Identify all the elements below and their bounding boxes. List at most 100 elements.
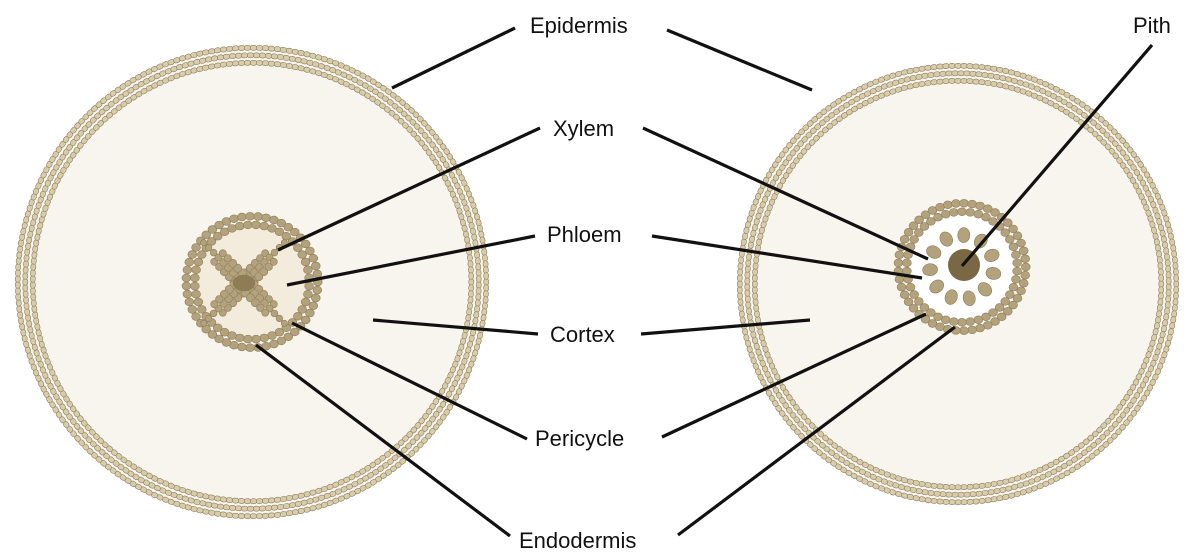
ring-cell: [301, 240, 310, 248]
ring-cell: [313, 270, 322, 278]
epidermis-cell: [226, 512, 233, 518]
xylem-cell: [205, 315, 212, 322]
epidermis-cell: [238, 45, 245, 50]
xylem-cell: [271, 310, 278, 317]
epidermis-cell: [973, 484, 980, 490]
epidermis-cell: [961, 78, 968, 83]
epidermis-cell: [268, 46, 275, 52]
epidermis-cell: [265, 505, 272, 510]
epidermis-cell: [949, 78, 956, 83]
epidermis-cell: [482, 303, 488, 310]
epidermis-cell: [1156, 310, 1162, 317]
epidermis-cell: [238, 498, 245, 503]
epidermis-cell: [15, 270, 20, 277]
ring-cell: [188, 306, 197, 314]
epidermis-cell: [18, 317, 24, 324]
ring-cell: [1017, 239, 1026, 247]
epidermis-cell: [753, 263, 759, 270]
ring-cell: [1011, 251, 1020, 259]
ring-cell: [246, 212, 255, 220]
ring-cell: [298, 305, 307, 313]
ring-cell: [968, 200, 977, 208]
epidermis-cell: [934, 491, 941, 497]
ring-cell: [230, 215, 239, 223]
epidermis-cell: [943, 499, 950, 504]
epidermis-cell: [483, 297, 488, 304]
epidermis-cell: [738, 256, 744, 263]
epidermis-cell: [949, 485, 956, 490]
epidermis-cell: [934, 71, 941, 77]
epidermis-cell: [924, 80, 931, 86]
epidermis-cell: [465, 314, 471, 321]
ring-cell: [1013, 267, 1022, 275]
epidermis-cell: [483, 267, 488, 274]
epidermis-cell: [1155, 244, 1161, 251]
epidermis-cell: [469, 285, 474, 292]
epidermis-cell: [476, 282, 481, 289]
epidermis-cell: [30, 276, 35, 283]
ring-cell: [303, 290, 312, 298]
epidermis-cell: [31, 294, 36, 301]
epidermis-cell: [476, 270, 481, 277]
epidermis-cell: [967, 484, 974, 489]
ring-cell: [301, 298, 310, 306]
epidermis-cell: [468, 267, 473, 274]
ring-cell: [958, 208, 967, 216]
epidermis-cell: [961, 63, 968, 68]
epidermis-cell: [244, 499, 251, 504]
ring-cell: [1013, 294, 1022, 302]
epidermis-cell: [280, 496, 287, 502]
epidermis-cell: [1166, 278, 1171, 285]
epidermis-cell: [250, 514, 257, 519]
epidermis-cell: [964, 492, 971, 497]
ring-cell: [192, 266, 201, 274]
epidermis-cell: [930, 64, 937, 70]
epidermis-cell: [15, 294, 20, 301]
ring-cell: [897, 283, 906, 291]
epidermis-cell: [752, 275, 757, 282]
epidermis-cell: [930, 483, 937, 489]
epidermis-cell: [24, 308, 30, 315]
epidermis-cell: [467, 302, 473, 309]
epidermis-cell: [268, 61, 275, 67]
epidermis-cell: [973, 499, 980, 505]
epidermis-cell: [262, 45, 269, 50]
epidermis-cell: [16, 258, 22, 265]
ring-cell: [974, 316, 983, 324]
epidermis-cell: [937, 484, 944, 490]
epidermis-cell: [23, 261, 29, 268]
epidermis-cell: [978, 64, 985, 70]
epidermis-cell: [1165, 260, 1171, 267]
epidermis-cell: [1172, 304, 1178, 311]
epidermis-cell: [1164, 253, 1170, 260]
ring-cell: [949, 208, 958, 216]
label-cortex: Cortex: [548, 324, 617, 346]
epidermis-cell: [967, 63, 974, 68]
ring-cell: [197, 251, 206, 259]
epidermis-cell: [930, 79, 937, 85]
epidermis-cell: [961, 500, 968, 505]
xylem-cell: [276, 315, 283, 322]
epidermis-cell: [958, 492, 965, 497]
epidermis-cell: [752, 293, 757, 300]
epidermis-cell: [467, 254, 473, 261]
xylem-cell: [201, 320, 207, 326]
ring-cell: [254, 213, 263, 221]
epidermis-cell: [745, 296, 750, 303]
epidermis-cell: [738, 299, 744, 306]
epidermis-cell: [958, 71, 965, 76]
ring-cell: [1009, 283, 1018, 291]
epidermis-cell: [976, 71, 983, 77]
ring-cell: [243, 335, 252, 343]
epidermis-cell: [277, 504, 284, 510]
epidermis-cell: [978, 79, 985, 85]
epidermis-cell: [23, 273, 28, 280]
epidermis-cell: [476, 276, 481, 283]
epidermis-cell: [483, 291, 488, 298]
epidermis-cell: [1163, 247, 1169, 254]
epidermis-cell: [23, 285, 28, 292]
epidermis-cell: [16, 305, 22, 312]
ring-cell: [949, 318, 958, 326]
epidermis-cell: [973, 64, 980, 70]
